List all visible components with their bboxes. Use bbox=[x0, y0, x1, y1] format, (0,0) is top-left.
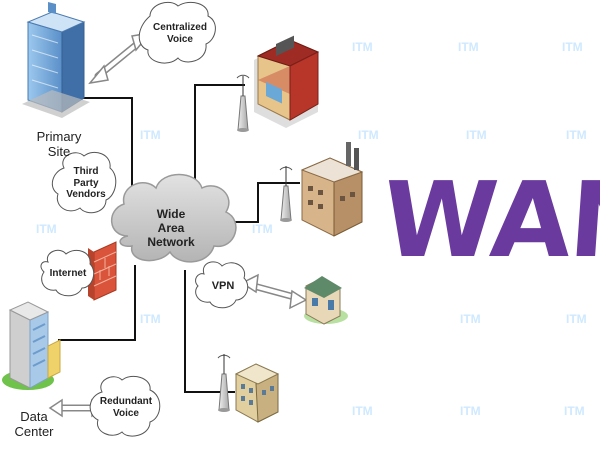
radio-tower-icons bbox=[217, 74, 293, 412]
watermark: ITM bbox=[358, 128, 379, 142]
antenna-icon bbox=[217, 354, 231, 412]
watermark: ITM bbox=[458, 40, 479, 54]
label-third-party-vendors: Third Party Vendors bbox=[66, 166, 106, 200]
bubble-redundant-voice bbox=[89, 375, 161, 437]
watermark: ITM bbox=[466, 128, 487, 142]
restaurant-building bbox=[254, 35, 320, 128]
label-vpn: VPN bbox=[211, 280, 235, 292]
watermark: ITM bbox=[252, 222, 273, 236]
bubble-centralized-voice bbox=[138, 1, 216, 64]
watermark: ITM bbox=[352, 40, 373, 54]
link-restaurant bbox=[194, 84, 245, 190]
wan-cloud bbox=[110, 173, 237, 263]
watermark: ITM bbox=[460, 312, 481, 326]
bubble-vpn bbox=[195, 261, 249, 309]
data-center-building bbox=[2, 301, 61, 390]
wan-title: WAN bbox=[378, 159, 600, 281]
link-office bbox=[184, 270, 235, 393]
office-building bbox=[234, 363, 280, 423]
watermark: ITM bbox=[352, 404, 373, 418]
primary-site-building bbox=[22, 2, 90, 118]
label-centralized-voice: Centralized Voice bbox=[153, 22, 207, 45]
house-building bbox=[304, 276, 348, 325]
label-primary-site: Primary Site bbox=[36, 129, 82, 159]
label-data-center: Data Center bbox=[14, 409, 54, 439]
speech-bubbles bbox=[40, 1, 249, 437]
bubble-third-party-vendors bbox=[51, 152, 117, 214]
watermark: ITM bbox=[140, 128, 161, 142]
watermark: ITM bbox=[140, 312, 161, 326]
antenna-icon bbox=[236, 74, 250, 132]
factory-building bbox=[300, 142, 364, 237]
label-internet: Internet bbox=[49, 268, 87, 279]
watermark: ITM bbox=[460, 404, 481, 418]
label-wide-area-network: Wide Area Network bbox=[147, 207, 195, 249]
watermark: ITM bbox=[566, 312, 587, 326]
link-data-center bbox=[58, 265, 136, 341]
watermark: ITM bbox=[564, 404, 585, 418]
label-redundant-voice: Redundant Voice bbox=[99, 396, 153, 419]
antenna-icon bbox=[279, 166, 293, 222]
watermark: ITM bbox=[562, 40, 583, 54]
watermark: ITM bbox=[36, 222, 57, 236]
watermark: ITM bbox=[566, 128, 587, 142]
bubble-internet bbox=[40, 249, 95, 297]
